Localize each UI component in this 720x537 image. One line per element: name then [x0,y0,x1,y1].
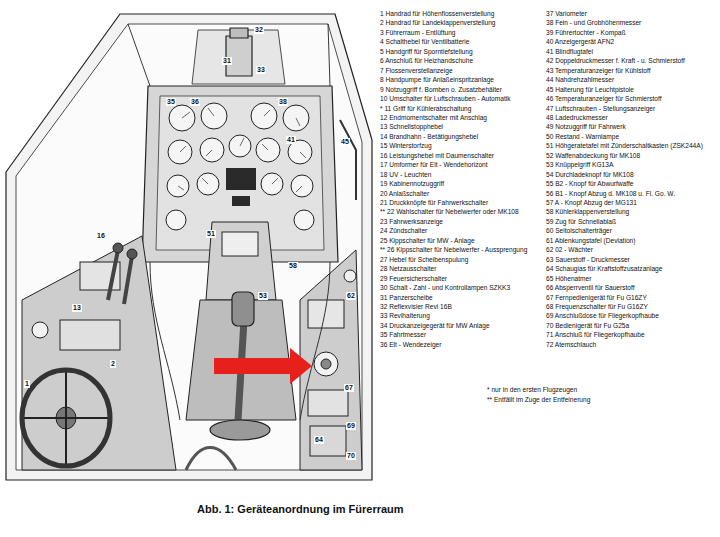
callout-number: 38 [278,98,288,106]
legend-entry: 21 Druckknöpfe für Fahrwerkschalter [380,199,488,206]
legend-entry: 67 Fernpedienigerät für Fu G16ZY [546,294,647,301]
legend-entry: 12 Endmomentschalter mit Anschlag [380,114,487,121]
legend-entry: 18 UV - Leuchten [380,171,431,178]
legend-entry: 28 Netzausschalter [380,265,436,272]
legend-entry: 38 Fein - und Grobhöhenmesser [546,19,641,26]
callout-number: 67 [344,384,354,392]
legend-entry: 19 Kabinennotzuggriff [380,180,444,187]
legend-entry: ** 26 Kippschalter für Nebelwerfer - Aus… [380,246,527,253]
callout-number: 45 [340,138,350,146]
legend-entry: 41 Blindflugtafel [546,48,593,55]
legend-entry: 30 Schalt - Zahl - und Kontrollampen SZK… [380,284,510,291]
callout-number: 1 [24,380,30,388]
legend-entry: 56 B1 - Knopf Abzug d. MK108 u. Fl. Go. … [546,190,675,197]
legend-entry: 27 Hebel für Scheibenspulung [380,256,468,263]
legend-entry: 16 Leistungshebel mit Daumenschalter [380,152,494,159]
legend-entry: 43 Temperaturanzeiger für Kühlstoff [546,67,651,74]
legend-entry: 39 Führertochter - Kompaß [546,29,626,36]
legend-entry: 9 Notzuggriff f. Bomben o. Zusatzbehälte… [380,86,502,93]
legend-entry: 10 Umschalter für Luftschrauben - Automa… [380,95,510,102]
footnote: * nur in den ersten Flugzeugen [487,386,577,393]
legend-entry: 57 A - Knopf Abzug der MG131 [546,199,637,206]
legend-entry: 1 Handrad für Höhenflossenverstellung [380,10,494,17]
legend-entry: 45 Halterung für Leuchtpistole [546,86,634,93]
callout-number: 16 [96,232,106,240]
legend-entry: 32 Reflexvisier Revi 16B [380,303,452,310]
legend-entry: 69 Anschlußdose für Fliegerkopfhaube [546,312,659,319]
legend-entry: 61 Ablenkungstafel (Deviation) [546,237,635,244]
footnote: ** Entfällt im Zuge der Entfeinerung [487,396,590,403]
legend-entry: 34 Druckanzeigegerät für MW Anlage [380,322,490,329]
legend-entry: 4 Schalthebel für Ventilbatterie [380,38,469,45]
legend-entry: * 11 Griff für Kühlerabschaltung [380,105,471,112]
callout-number: 35 [166,98,176,106]
callout-number: 53 [258,292,268,300]
figure-caption: Abb. 1: Geräteanordnung im Fürerraum [197,503,404,515]
legend-entry: 29 Feuersicherschalter [380,275,447,282]
legend-entry: 53 Knüppelgriff KG13A [546,161,613,168]
legend-entry: 44 Nahdrehzahlmesser [546,76,614,83]
callout-number: 36 [190,98,200,106]
callout-number: 13 [72,304,82,312]
callout-number: 69 [346,422,356,430]
legend-entry: 72 Atemschlauch [546,341,596,348]
legend-entry: 36 Elt - Wendezeiger [380,341,441,348]
legend-entry: 55 B2 - Knopf für Abwurfwaffe [546,180,633,187]
legend-entry: 5 Handgriff für Sporntiefstellung [380,48,473,55]
callout-number: 64 [314,436,324,444]
callout-number: 58 [288,262,298,270]
legend-entry: 58 Kühlerklappenverstellung [546,208,629,215]
legend-entry: 51 Höhgeratetafel mit Zünderschaltkasten… [546,142,703,149]
legend-entry: 8 Handpumpe für Anlaßeinspritzanlage [380,76,494,83]
callout-number: 51 [206,230,216,238]
legend-entry: 50 Restand - Warnlampe [546,133,619,140]
legend-entry: 68 Frequenzschalter für Fu G16ZY [546,303,648,310]
legend-entry: 60 Seitolschalterträger [546,227,612,234]
legend-entry: 62 02 - Wächter [546,246,593,253]
legend-entry: 52 Waffenabdeckung für MK108 [546,152,640,159]
callout-number: 32 [254,26,264,34]
legend-entry: 37 Variometer [546,10,587,17]
legend-entry: 42 Doppeldruckmesser f. Kraft - u. Schmi… [546,57,685,64]
legend-entry: 3 Führerraum - Entlüftung [380,29,456,36]
legend-entry: 23 Fahrwerksanzeige [380,218,443,225]
legend-entry: 64 Schaugias für Kraftstoffzusatzanlage [546,265,662,272]
legend-entry: 24 Zündschalter [380,227,427,234]
callout-number: 62 [346,292,356,300]
legend-entry: 46 Temperaturanzeiger für Schmierstoff [546,95,662,102]
legend-entry: 54 Durchladeknopf für MK108 [546,171,634,178]
callout-number: 41 [286,136,296,144]
callout-number: 70 [346,452,356,460]
legend-entry: 20 Anlaßschalter [380,190,429,197]
red-arrow [214,348,312,384]
legend-entry: 17 Umformer für Elt - Wendehorizont [380,161,488,168]
legend-entry: 13 Schnellstopphebel [380,123,443,130]
legend-entry: 40 Anzeigergerät AFN2 [546,38,614,45]
callout-number: 31 [222,57,232,65]
legend-entry: 48 Ladedruckmesser [546,114,608,121]
legend-entry: 49 Notzuggriff für Fahrwerk [546,123,626,130]
legend-entry: 47 Luftschrauben - Stellungsanzeiger [546,105,655,112]
callout-number: 2 [110,360,116,368]
legend-entry: 63 Sauerstoff - Druckmesser [546,256,630,263]
callout-number: 33 [256,66,266,74]
legend-entry: 6 Anschluß für Heizhandschuhe [380,57,473,64]
legend-entry: 14 Brandhahn - Betätigungshebel [380,133,478,140]
legend-entry: 7 Flossenverstellanzeige [380,67,453,74]
legend-entry: 70 Bedienigerät für Fu G25a [546,322,629,329]
legend-entry: 65 Höhenatmer [546,275,591,282]
legend-entry: 25 Kippschalter für MW - Anlage [380,237,475,244]
legend-entry: 59 Zug für Schnellablaß [546,218,616,225]
legend-entry: ** 22 Wahlschalter für Nebelwerfer oder … [380,208,519,215]
legend-entry: 35 Fahrtmesser [380,331,426,338]
legend-entry: 31 Panzerscheibe [380,294,433,301]
legend-entry: 66 Absperrventil für Sauerstoff [546,284,635,291]
legend-entry: 71 Anschluß für Fliegerkopfhaube [546,331,645,338]
legend-entry: 15 Winterstorfzug [380,142,432,149]
legend-entry: 2 Handrad für Landeklappenverstellung [380,19,495,26]
legend-entry: 33 Revihalterung [380,312,430,319]
